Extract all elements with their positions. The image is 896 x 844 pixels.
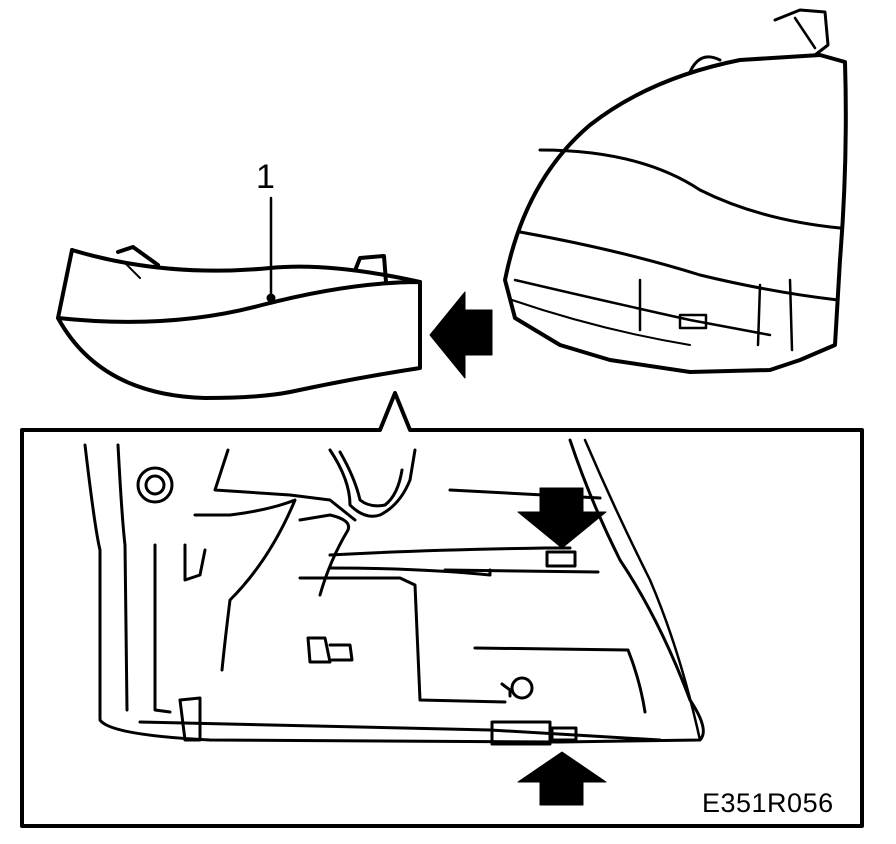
figure-id-label: E351R056 — [702, 788, 834, 818]
arrow-up-icon — [517, 751, 607, 806]
detail-frame — [20, 391, 864, 828]
arrow-left-icon — [429, 291, 493, 379]
detail-view — [83, 438, 705, 746]
lens-cover-part — [56, 245, 422, 400]
part-callout-number: 1 — [256, 158, 275, 196]
arrow-down-icon — [517, 487, 607, 549]
callout-dot — [266, 293, 276, 303]
tail-lamp-housing — [503, 8, 848, 374]
